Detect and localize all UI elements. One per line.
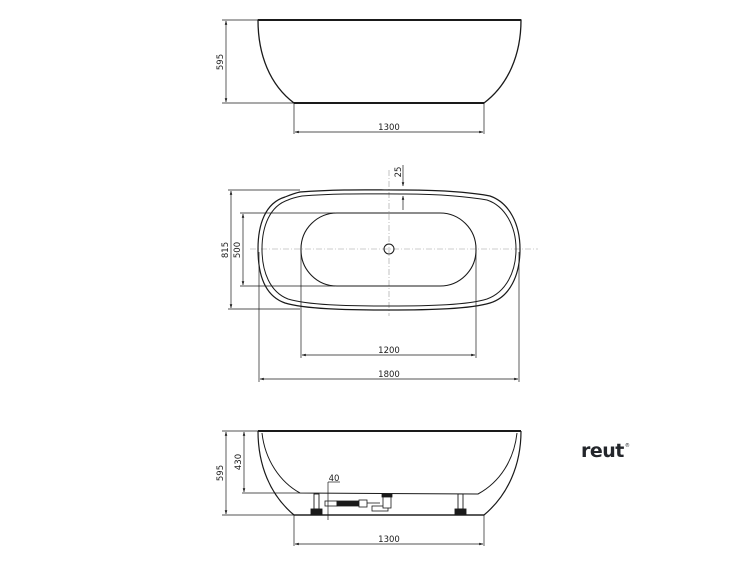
drain-assembly — [324, 493, 393, 512]
outer-width-label: 815 — [221, 242, 231, 258]
brand-logo-text: reut — [581, 440, 624, 462]
drain-hole — [383, 243, 395, 255]
tub-silhouette — [257, 19, 522, 104]
inner-rim — [261, 193, 517, 307]
rim-offset-label: 25 — [394, 167, 404, 178]
basin-interior — [300, 212, 477, 287]
outer-rim — [257, 189, 521, 311]
leg-right — [454, 493, 467, 516]
front-base-width-label: 1300 — [378, 123, 400, 133]
brand-logo: reut® — [581, 440, 630, 462]
section-view — [222, 430, 522, 546]
inner-width-label: 500 — [233, 242, 243, 258]
section-total-height-label: 595 — [216, 465, 226, 481]
leg-left — [310, 493, 323, 516]
plan-view — [228, 165, 538, 382]
inner-basin — [261, 432, 518, 495]
front-elevation-view — [222, 19, 522, 134]
drain-offset-label: 40 — [329, 474, 340, 484]
section-inner-depth-label: 430 — [234, 454, 244, 470]
section-base-width-label: 1300 — [378, 535, 400, 545]
front-height-label: 595 — [216, 54, 226, 70]
brand-logo-mark: ® — [624, 442, 630, 449]
outer-length-label: 1800 — [378, 370, 400, 380]
inner-length-label: 1200 — [378, 346, 400, 356]
